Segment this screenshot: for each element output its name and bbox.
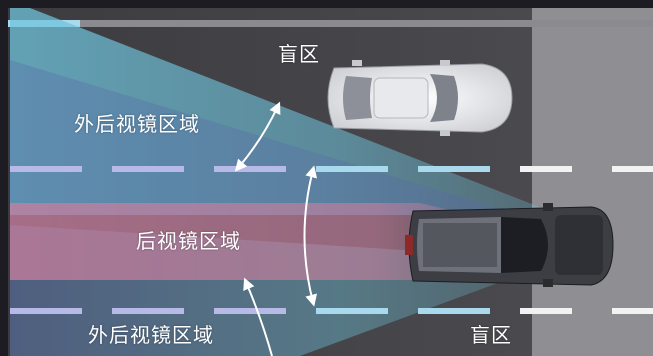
rear-mirror-zone [10, 203, 470, 280]
white-sedan [327, 60, 513, 136]
road-top-edge-line [8, 20, 653, 27]
dark-suv [405, 203, 614, 287]
outer-mirror-zone-top [10, 8, 560, 215]
outer-mirror-top-angle-arrow [234, 101, 281, 172]
lane-markings-lower [10, 308, 653, 314]
road-right-lane [532, 8, 653, 356]
outer-mirror-zone-bottom-label: 外后视镜区域 [88, 323, 214, 347]
rear-mirror-angle-arrow [303, 165, 318, 307]
blind-spot-bottom-label: 盲区 [470, 323, 512, 347]
outer-mirror-zone-top-label: 外后视镜区域 [74, 112, 200, 136]
blind-spot-top-label: 盲区 [278, 42, 320, 66]
rear-mirror-zone-label: 后视镜区域 [136, 229, 241, 253]
outer-mirror-bottom-angle-arrow [243, 277, 273, 356]
